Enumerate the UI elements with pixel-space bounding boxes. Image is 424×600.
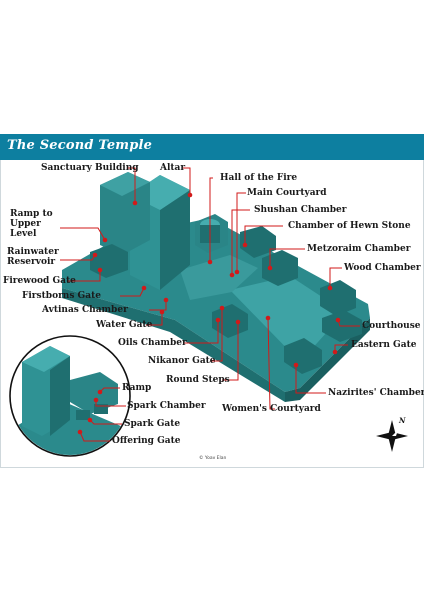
label-altar: Altar — [160, 163, 186, 173]
label-oils-chamber: Oils Chamber — [118, 338, 187, 348]
label-water-gate: Water Gate — [96, 320, 153, 330]
label-wood-chamber: Wood Chamber — [344, 263, 421, 273]
label-metzoraim-chamber: Metzoraim Chamber — [307, 244, 411, 254]
label-rainwater-reservoir: Rainwater Reservoir — [7, 247, 59, 267]
title-bar: The Second Temple — [0, 134, 424, 160]
label-courthouse: Courthouse — [362, 321, 421, 331]
womens-courtyard-floor — [230, 276, 345, 362]
label-shushan-chamber: Shushan Chamber — [254, 205, 347, 215]
label-spark-chamber: Spark Chamber — [127, 401, 206, 411]
label-sanctuary-building: Sanctuary Building — [41, 163, 139, 173]
label-spark-gate: Spark Gate — [124, 419, 181, 429]
label-firewood-gate: Firewood Gate — [3, 276, 76, 286]
label-firstborns-gate: Firstborns Gate — [22, 291, 101, 301]
location-markers — [77, 192, 341, 435]
metzoraim-chamber-block — [262, 250, 298, 286]
copyright-notice: © Yoav Elan — [199, 456, 227, 461]
poster-title: The Second Temple — [7, 138, 153, 153]
label-ramp: Ramp — [122, 383, 152, 393]
label-main-courtyard: Main Courtyard — [247, 188, 327, 198]
sanctuary-porch — [100, 172, 150, 255]
oils-chamber-block — [212, 304, 248, 338]
label-hall-of-the-fire: Hall of the Fire — [220, 173, 298, 183]
compass-north-letter: N — [399, 416, 406, 425]
inset-detail-view — [11, 346, 129, 455]
chamber-of-hewn-stone-block — [240, 226, 276, 258]
sanctuary-building-side — [160, 190, 190, 290]
sanctuary-porch-roof — [100, 172, 150, 196]
label-nikanor-gate: Nikanor Gate — [148, 356, 216, 366]
label-ramp-to-upper-level: Ramp to Upper Level — [10, 209, 53, 239]
compass-rose-icon — [376, 420, 408, 452]
label-womens-courtyard: Women's Courtyard — [222, 404, 321, 414]
label-avtinas-chamber: Avtinas Chamber — [42, 305, 128, 315]
label-eastern-gate: Eastern Gate — [351, 340, 417, 350]
main-courtyard-floor — [180, 255, 258, 300]
label-offering-gate: Offering Gate — [112, 436, 181, 446]
temple-platform-side — [62, 288, 285, 402]
label-nazirites-chamber: Nazirites' Chamber — [328, 388, 424, 398]
temple-platform-front — [285, 318, 370, 402]
label-round-steps: Round Steps — [166, 375, 230, 385]
label-chamber-of-hewn-stone: Chamber of Hewn Stone — [288, 221, 411, 231]
nazirites-chamber-block — [284, 338, 322, 374]
